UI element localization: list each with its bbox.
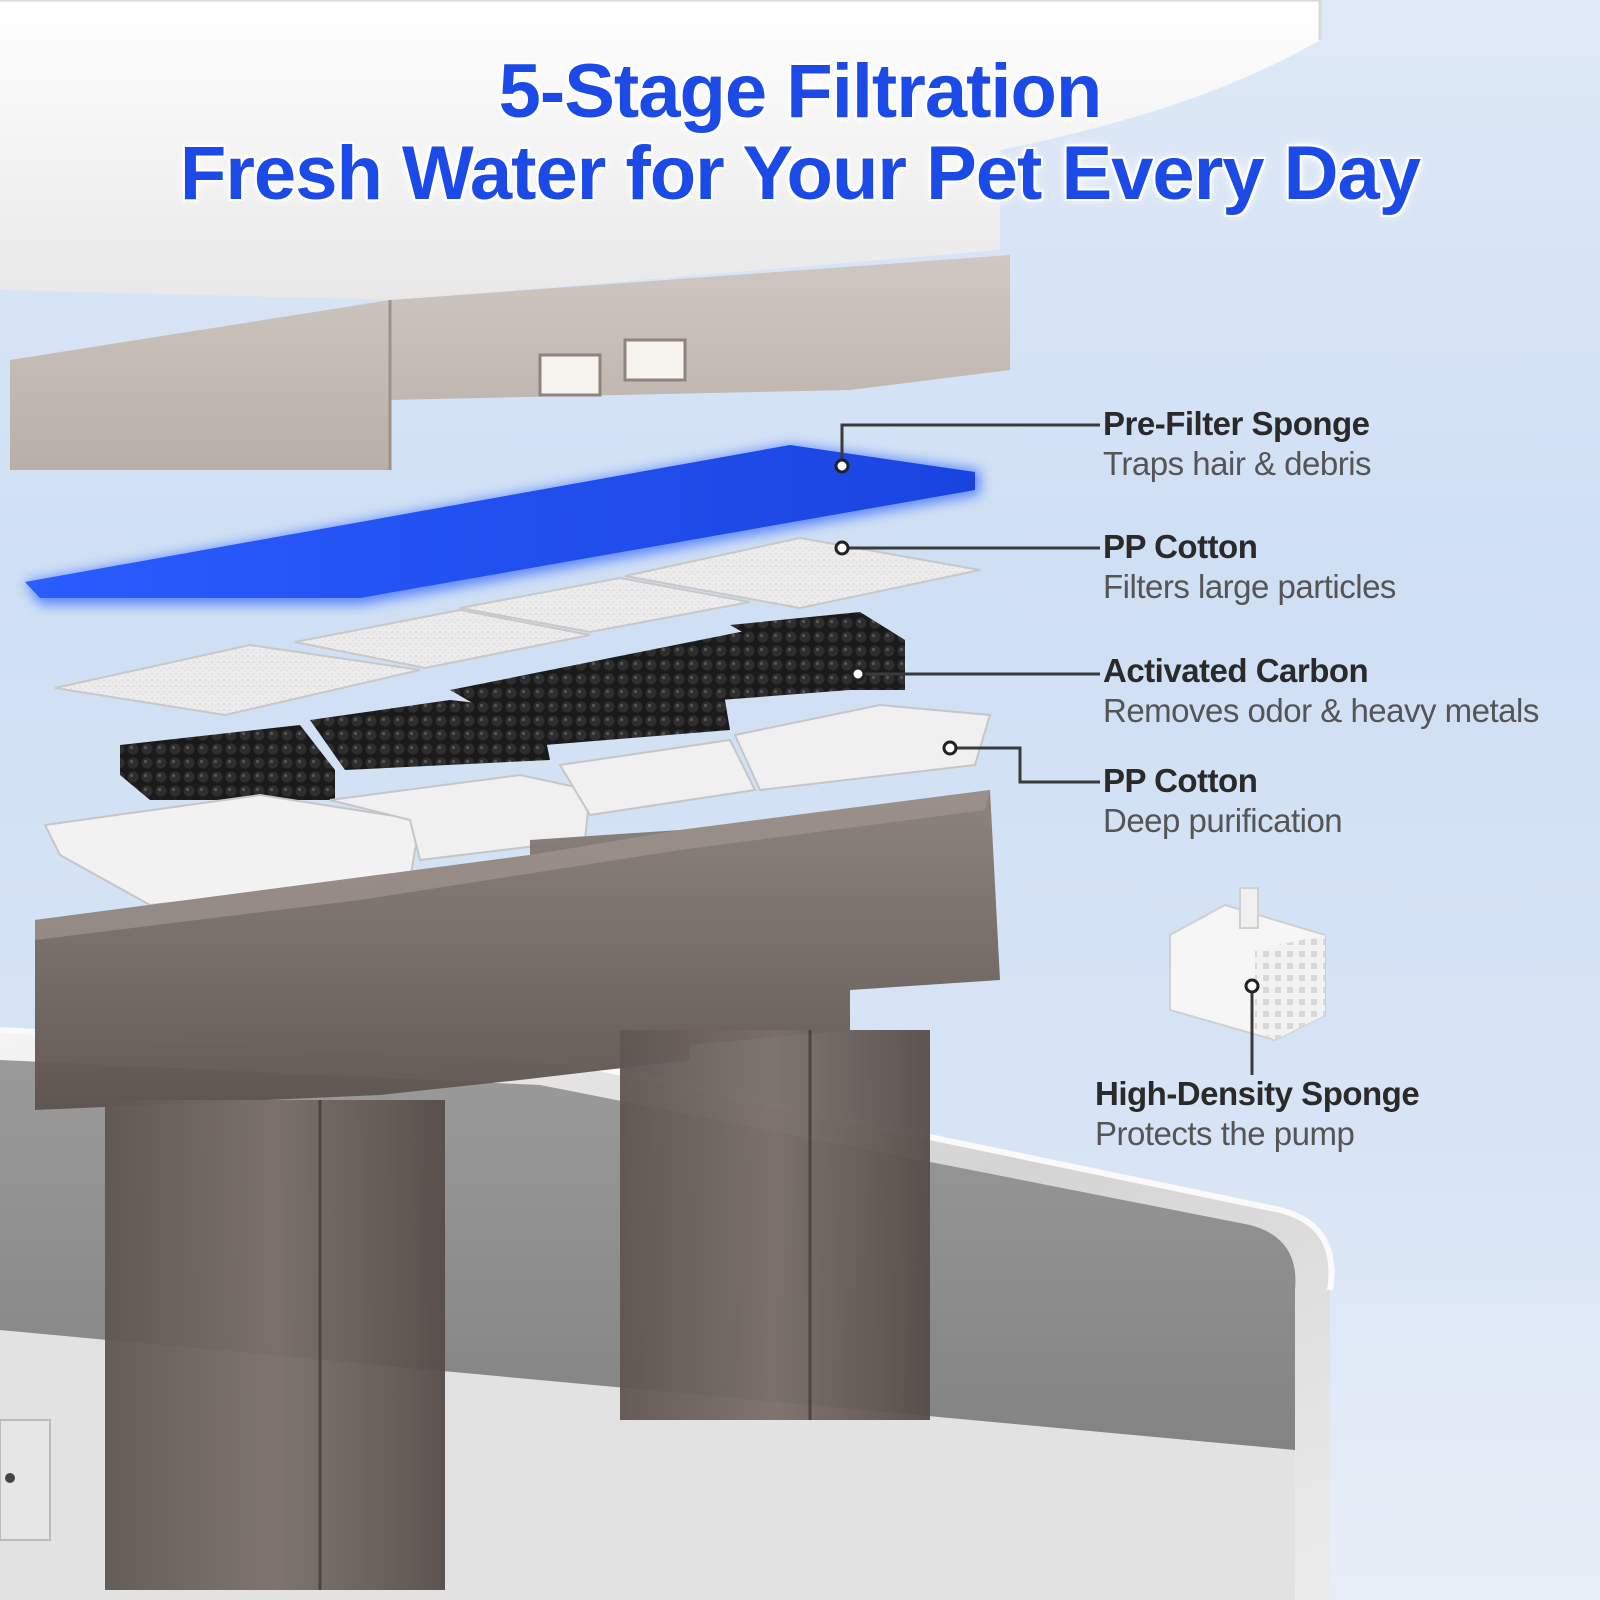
callout-name: High-Density Sponge: [1095, 1075, 1420, 1112]
callout-pp-cotton-1: PP Cotton Filters large particles: [1103, 528, 1396, 606]
activated-carbon: [120, 612, 905, 800]
headline-line-2: Fresh Water for Your Pet Every Day: [179, 131, 1421, 216]
leader-lines: [840, 423, 1254, 1075]
headline-line-1: 5-Stage Filtration: [498, 49, 1103, 134]
callout-activated-carbon: Activated Carbon Removes odor & heavy me…: [1103, 652, 1539, 730]
callout-desc: Traps hair & debris: [1103, 445, 1372, 482]
callout-name: PP Cotton: [1103, 762, 1258, 799]
callout-desc: Deep purification: [1103, 802, 1343, 839]
pump: [1169, 887, 1326, 1042]
basin-side-box: [0, 1419, 51, 1541]
callout-name: PP Cotton: [1103, 528, 1258, 565]
top-housing: [10, 255, 1010, 470]
callout-high-density-sponge: High-Density Sponge Protects the pump: [1095, 1075, 1420, 1153]
callout-name: Pre-Filter Sponge: [1103, 405, 1370, 442]
leader-dots: [834, 458, 1260, 994]
callout-pp-cotton-2: PP Cotton Deep purification: [1103, 762, 1343, 840]
callout-desc: Removes odor & heavy metals: [1103, 692, 1539, 729]
top-cover: [0, 0, 1322, 300]
pre-filter-sponge: [25, 445, 980, 605]
callout-pre-filter-sponge: Pre-Filter Sponge Traps hair & debris: [1103, 405, 1372, 483]
pp-cotton-trays: [43, 703, 992, 907]
callout-desc: Protects the pump: [1095, 1115, 1355, 1152]
callout-name: Activated Carbon: [1103, 652, 1369, 689]
pp-cotton-pads: [54, 536, 981, 717]
filter-tank: [35, 790, 1000, 1590]
callout-desc: Filters large particles: [1103, 568, 1396, 605]
